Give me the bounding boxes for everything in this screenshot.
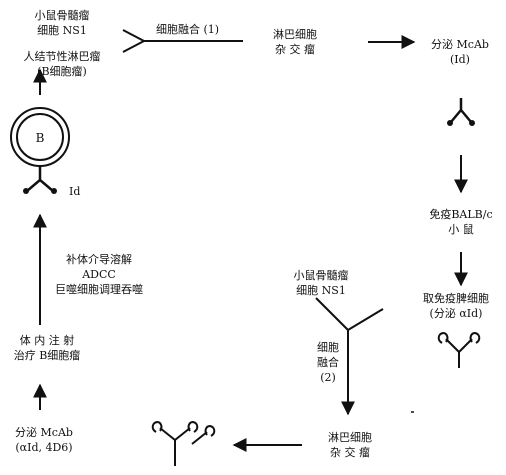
secrete-aid-label: 分泌 McAb (αId, 4D6): [2, 425, 86, 455]
hybridoma-2-line2: 杂 交 瘤: [330, 446, 370, 459]
myeloma-top-line2: 细胞 NS1: [37, 24, 87, 37]
injection-line2: 治疗 B细胞瘤: [13, 349, 81, 362]
hybridoma-1-label: 淋巴细胞 杂 交 瘤: [255, 27, 335, 57]
b-cell-id-icon: [23, 166, 57, 194]
immunize-label: 免疫BALB/c 小 鼠: [418, 207, 504, 237]
fusion-2-line3: (2): [320, 371, 336, 384]
fusion-2-line1: 细胞: [317, 341, 339, 354]
anti-id-antibodies-bottom: [151, 420, 216, 466]
b-cell-inner: [16, 113, 64, 161]
mechanism-label: 补体介导溶解 ADCC 巨噬细胞调理吞噬: [44, 252, 154, 297]
myeloma-mid-line2: 细胞 NS1: [296, 284, 346, 297]
myeloma-top-line1: 小鼠骨髓瘤: [34, 9, 90, 22]
hybridoma-2-label: 淋巴细胞 杂 交 瘤: [310, 430, 390, 460]
secrete-id-line2: (Id): [450, 53, 470, 66]
spleen-label: 取免疫脾细胞 (分泌 αId): [408, 291, 504, 321]
myeloma-mid-line1: 小鼠骨髓瘤: [293, 269, 349, 282]
secrete-id-line1: 分泌 McAb: [431, 38, 489, 51]
injection-label: 体 内 注 射 治疗 B细胞瘤: [2, 333, 92, 363]
hybridoma-1-line2: 杂 交 瘤: [275, 43, 315, 56]
spleen-line1: 取免疫脾细胞: [423, 292, 489, 305]
lymphoma-line2: (B细胞瘤): [37, 65, 87, 78]
mechanism-line2: ADCC: [82, 268, 116, 281]
injection-line1: 体 内 注 射: [19, 334, 75, 347]
id-antibody-icon: [447, 98, 475, 126]
b-cell-letter: B: [35, 131, 45, 145]
b-cell-id-label: Id: [69, 185, 81, 198]
mechanism-line1: 补体介导溶解: [66, 253, 132, 266]
secrete-aid-line1: 分泌 McAb: [15, 426, 73, 439]
myeloma-top-label: 小鼠骨髓瘤 细胞 NS1: [8, 8, 116, 38]
fusion-1-label: 细胞融合 (1): [156, 23, 220, 36]
secrete-id-label: 分泌 McAb (Id): [418, 37, 502, 67]
lymphoma-line1: 人结节性淋巴瘤: [23, 50, 101, 63]
immunize-line1: 免疫BALB/c: [429, 208, 493, 221]
immunize-line2: 小 鼠: [448, 223, 474, 236]
fusion-2-symbol: [315, 297, 384, 331]
spleen-line2: (分泌 αId): [429, 307, 483, 320]
fusion-2-line2: 融合: [317, 356, 339, 369]
anti-id-antibody-icon-right: [437, 331, 481, 368]
fusion-1-symbol: [122, 29, 243, 53]
mechanism-line3: 巨噬细胞调理吞噬: [55, 283, 143, 296]
hybridoma-1-line1: 淋巴细胞: [273, 28, 317, 41]
secrete-aid-line2: (αId, 4D6): [15, 441, 73, 454]
fusion-2-label: 细胞 融合 (2): [310, 340, 346, 385]
hybridoma-2-line1: 淋巴细胞: [328, 431, 372, 444]
lymphoma-label: 人结节性淋巴瘤 (B细胞瘤): [2, 49, 122, 79]
myeloma-mid-label: 小鼠骨髓瘤 细胞 NS1: [272, 268, 370, 298]
